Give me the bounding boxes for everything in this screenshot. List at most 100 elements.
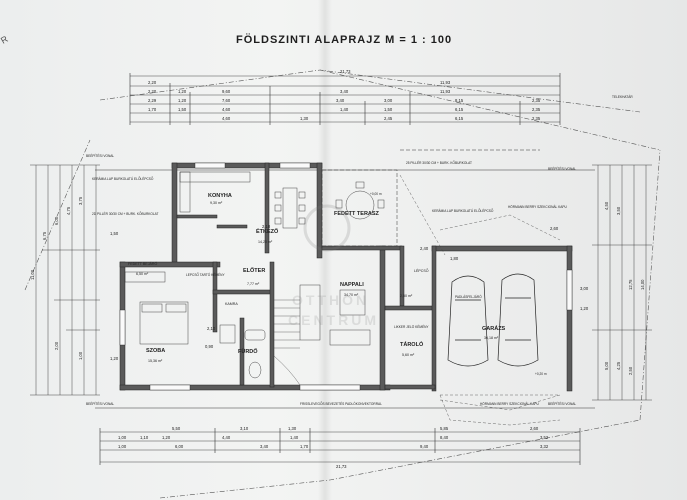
dim-misc-9: 2,60 bbox=[550, 226, 559, 231]
room-fedett-terasz-label: FEDETT TERASZ bbox=[334, 211, 380, 217]
dim-top-r2-c: 9,60 bbox=[222, 89, 231, 94]
dim-misc-7: 3,00 bbox=[580, 286, 589, 291]
dim-top-r5-a: 4,60 bbox=[222, 116, 231, 121]
garage-door-lines bbox=[399, 174, 561, 426]
dim-top-r4-f: 6,15 bbox=[455, 107, 464, 112]
dim-left-0: 11,00 bbox=[30, 269, 35, 280]
dim-top-r3-c: 7,60 bbox=[222, 98, 231, 103]
note-garazs-magassag: +0,20 m bbox=[535, 372, 547, 376]
walls bbox=[119, 162, 573, 392]
dim-right-6: 2,50 bbox=[628, 366, 633, 375]
dim-top-r5-d: 6,15 bbox=[455, 116, 464, 121]
furniture bbox=[124, 171, 385, 386]
dim-left-4: 3,75 bbox=[78, 196, 83, 205]
dim-top-r3-d: 3,40 bbox=[336, 98, 345, 103]
room-fedett-bejaro-area: 6,50 m² bbox=[136, 272, 149, 276]
dim-bottom-r3-f: 3,32 bbox=[540, 444, 549, 449]
top-dimensions bbox=[129, 73, 561, 125]
note-pillér-1: 25 PILLÉR 30/30 CM + BURK. KŐBURKOLAT bbox=[406, 160, 472, 165]
room-eloter-area: 7,77 m² bbox=[247, 282, 260, 286]
room-szoba-area: 15,36 m² bbox=[148, 359, 163, 363]
note-beepitesi-2: BEÉPÍTÉSI VONAL bbox=[86, 401, 114, 406]
room-garazs-area: 36,18 m² bbox=[484, 336, 499, 340]
dim-bottom-r3-e: 9,40 bbox=[420, 444, 429, 449]
garage-cars bbox=[447, 273, 539, 367]
dim-bottom-total: 21,73 bbox=[336, 464, 347, 469]
room-nappali-label: NAPPALI bbox=[340, 282, 364, 288]
note-beepitesi-4: BEÉPÍTÉSI VONAL bbox=[548, 401, 576, 406]
dim-top-r2-d: 3,40 bbox=[340, 89, 349, 94]
dim-top-r4-e: 1,50 bbox=[384, 107, 393, 112]
dim-misc-5: 2,40 bbox=[420, 246, 429, 251]
terrace-outline bbox=[321, 169, 398, 247]
note-horman-kapu-2: HÖRMANN BERRY SZEKCIONÁL KAPU bbox=[480, 402, 539, 406]
note-beepitesi-1: BEÉPÍTÉSI VONAL bbox=[86, 153, 114, 158]
dim-bottom-r1-a: 5,50 bbox=[172, 426, 181, 431]
building-lines bbox=[95, 149, 595, 409]
dim-bottom-r2-e: 1,40 bbox=[290, 435, 299, 440]
room-kamra-label: KAMRA bbox=[225, 302, 238, 306]
room-tarolo-area: 5,60 m² bbox=[402, 353, 415, 357]
room-nappali-area: 34,70 m² bbox=[344, 293, 359, 297]
dim-top-r3-f: 8,15 bbox=[455, 98, 464, 103]
room-szoba-label: SZOBA bbox=[146, 348, 165, 354]
watermark: OTTHON CENTRUM bbox=[288, 204, 379, 328]
dim-top-r3-a: 2,29 bbox=[148, 98, 157, 103]
dim-top-r3-g: 2,35 bbox=[532, 98, 541, 103]
note-padlasfeljaro: PADLÁSFELJÁRÓ bbox=[455, 294, 482, 299]
dim-top-r5-b: 1,30 bbox=[300, 116, 309, 121]
dim-bottom-r1-b: 3,10 bbox=[240, 426, 249, 431]
room-eloter-label: ELŐTER bbox=[243, 267, 265, 274]
bottom-dimensions bbox=[99, 428, 581, 465]
right-dimensions bbox=[592, 164, 652, 401]
dim-top-r1-b: 11,93 bbox=[440, 80, 451, 85]
note-keramia-2: KERÁMIA LAP BURKOLATÚ ELŐLÉPCSŐ bbox=[432, 208, 494, 213]
note-kemeny: LIKKER JELÖ KÉMÉNY bbox=[394, 324, 429, 329]
dim-misc-4: 2,10 bbox=[262, 224, 271, 229]
dim-misc-1: 1,20 bbox=[110, 356, 119, 361]
dim-top-r5-e: 2,35 bbox=[532, 116, 541, 121]
room-etkezo-label: ÉTKEZŐ bbox=[256, 227, 279, 235]
room-furdo-label: FÜRDŐ bbox=[238, 348, 258, 355]
dim-misc-6: 1,80 bbox=[450, 256, 459, 261]
room-konyha-area: 9,30 m² bbox=[210, 201, 223, 205]
dim-right-3: 14,00 bbox=[640, 279, 645, 290]
dim-left-3: 4,75 bbox=[66, 206, 71, 215]
note-frissleveg: FRISSLEVEGŐS BEVEZETÉS PADLÓKONVEKTORRAL bbox=[300, 401, 382, 406]
dim-top-r4-c: 4,60 bbox=[222, 107, 231, 112]
dim-bottom-r1-c: 1,30 bbox=[288, 426, 297, 431]
dim-bottom-r3-c: 3,40 bbox=[260, 444, 269, 449]
dim-bottom-r3-d: 1,70 bbox=[300, 444, 309, 449]
dim-left-2: 6,00 bbox=[54, 216, 59, 225]
dim-top-r5-c: 2,45 bbox=[384, 116, 393, 121]
dim-right-5: 4,25 bbox=[616, 361, 621, 370]
watermark-line-2: CENTRUM bbox=[288, 312, 379, 328]
dim-bottom-r2-a: 1,00 bbox=[118, 435, 127, 440]
left-dimensions bbox=[30, 164, 100, 396]
room-lepcso-label: LÉPCSŐ bbox=[414, 268, 429, 273]
dim-left-1: 6,75 bbox=[42, 231, 47, 240]
dim-bottom-r2-g: 3,52 bbox=[540, 435, 549, 440]
dim-right-1: 3,50 bbox=[616, 206, 621, 215]
dim-misc-0: 1,50 bbox=[110, 231, 119, 236]
room-etkezo-area: 14,20 m² bbox=[258, 240, 273, 244]
dim-left-5: 2,00 bbox=[54, 341, 59, 350]
note-horman-kapu: HÖRMANN BERRY SZEKCIONÁL KAPU bbox=[508, 205, 567, 209]
dim-top-r4-a: 1,70 bbox=[148, 107, 157, 112]
dim-top-r3-b: 1,20 bbox=[178, 98, 187, 103]
dim-misc-2: 0,90 bbox=[205, 344, 214, 349]
dim-top-r3-e: 3,00 bbox=[384, 98, 393, 103]
dim-top-r2-b: 1,20 bbox=[178, 89, 187, 94]
note-pillér-2: 2D PILLÉR 30/30 CM + BURK. KŐBURKOLAT bbox=[92, 211, 159, 216]
dim-top-r2-e: 11,93 bbox=[440, 89, 451, 94]
note-keramia-1: KERÁMIA LAP BURKOLATÚ ELŐLÉPCSŐ bbox=[92, 176, 154, 181]
room-tarolo-label: TÁROLÓ bbox=[400, 340, 424, 348]
room-konyha-label: KONYHA bbox=[208, 193, 232, 199]
edge-text: R bbox=[0, 34, 10, 46]
room-mosdo-area: 2,50 m² bbox=[400, 294, 413, 298]
dim-bottom-r3-a: 1,00 bbox=[118, 444, 127, 449]
dim-top-r4-b: 1,50 bbox=[178, 107, 187, 112]
dim-top-r4-g: 2,35 bbox=[532, 107, 541, 112]
